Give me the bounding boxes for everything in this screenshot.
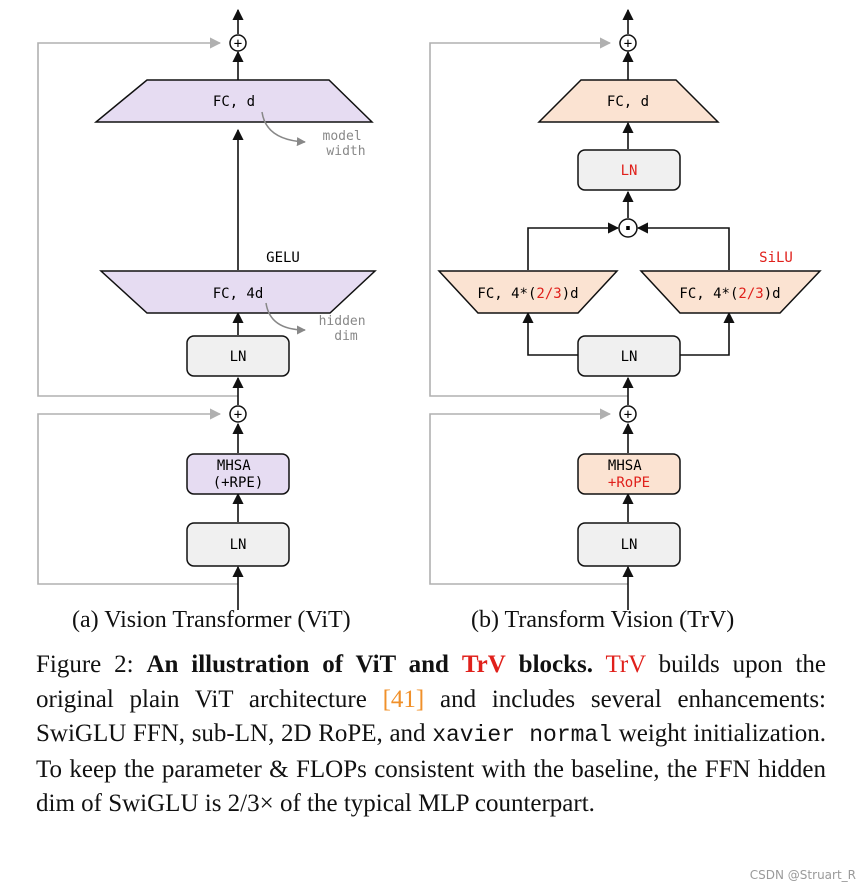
vit-model-width-pointer	[261, 111, 306, 147]
svg-text:+: +	[234, 36, 242, 52]
svg-text:+: +	[234, 407, 242, 423]
trv-branch-left-to-gate	[527, 222, 620, 270]
trv-silu-label: SiLU	[759, 250, 793, 266]
figure-caption: Figure 2: An illustration of ViT and TrV…	[36, 648, 826, 822]
vit-mhsa-block	[186, 453, 290, 495]
trv-branch-left	[522, 311, 578, 356]
citation-bracket-open: [	[382, 685, 391, 713]
architecture-diagram: + + FC, d model width GELU FC, 4d hidden…	[37, 8, 822, 610]
vit-hidden-dim-note: hidden dim	[319, 314, 374, 344]
caption-text-b: and includes several enhancements: SwiGL…	[36, 685, 826, 748]
trv-gate-node: ·	[618, 217, 638, 242]
vit-fc-4d-block	[99, 270, 377, 314]
caption-bold-a: An illustration of ViT and	[146, 651, 449, 678]
trv-ln-lower-block	[577, 522, 681, 567]
caption-text-a: builds upon the original plain ViT archi…	[36, 651, 827, 713]
trv-fc-right-block	[639, 270, 822, 314]
caption-code-word: xavier normal	[432, 722, 613, 748]
trv-fc-d-label: FC, d	[607, 94, 649, 110]
svg-text:+: +	[624, 36, 632, 52]
trv-ln-lower-label: LN	[621, 537, 638, 553]
trv-skip-connection-bottom	[429, 408, 628, 585]
trv-add-node-bottom: +	[619, 405, 637, 423]
caption-trv-word-2: TrV	[605, 651, 646, 678]
trv-fc-left-label: FC, 4*(2/3)d	[477, 286, 578, 302]
vit-skip-connection-top	[37, 37, 238, 397]
vit-ln-lower-block	[186, 522, 290, 567]
vit-fc-d-block	[93, 79, 374, 123]
trv-fc-d-block	[537, 79, 720, 123]
caption-text-c: weight initialization. To keep the param…	[36, 720, 827, 817]
watermark: CSDN @Struart_R	[749, 868, 856, 882]
caption-label: Figure 2:	[36, 651, 134, 678]
vit-ln-upper-label: LN	[230, 349, 247, 365]
vit-gelu-label: GELU	[266, 250, 300, 266]
citation-bracket-close: ]	[415, 685, 425, 713]
trv-add-node-top: +	[619, 34, 637, 52]
trv-ln-upper-block	[577, 335, 681, 377]
vit-add-node-top: +	[229, 34, 247, 52]
vit-hidden-dim-pointer	[265, 302, 306, 335]
trv-fc-right-label: FC, 4*(2/3)d	[679, 286, 780, 302]
vit-ln-upper-block	[186, 335, 290, 377]
vit-add-node-bottom: +	[229, 405, 247, 423]
svg-text:·: ·	[621, 217, 634, 242]
trv-branch-right	[679, 311, 735, 356]
trv-subcaption: (b) Transform Vision (TrV)	[471, 607, 735, 633]
vit-ln-lower-label: LN	[230, 537, 247, 553]
vit-diagram: + + FC, d model width GELU FC, 4d hidden…	[37, 8, 377, 610]
caption-bold-b: blocks.	[518, 651, 594, 678]
vit-fc-4d-label: FC, 4d	[213, 286, 264, 302]
vit-model-width-note: model width	[323, 129, 370, 159]
trv-skip-connection-top	[429, 37, 628, 397]
trv-fc-left-block	[437, 270, 619, 314]
trv-ln-upper-label: LN	[621, 349, 638, 365]
caption-trv-word: TrV	[461, 651, 506, 678]
trv-mhsa-label: MHSA +RoPE	[608, 458, 650, 491]
vit-fc-d-label: FC, d	[213, 94, 255, 110]
vit-mhsa-label: MHSA (+RPE)	[213, 458, 264, 491]
trv-branch-right-to-gate	[636, 222, 730, 270]
svg-text:+: +	[624, 407, 632, 423]
vit-skip-connection-bottom	[37, 408, 238, 585]
trv-mhsa-block	[577, 453, 681, 495]
trv-sub-ln-block	[577, 149, 681, 191]
trv-sub-ln-label: LN	[621, 163, 638, 179]
vit-subcaption: (a) Vision Transformer (ViT)	[72, 607, 351, 633]
trv-diagram: + + · FC, d LN SiLU FC, 4*(2/3)d FC, 4*(…	[429, 8, 822, 610]
citation-link[interactable]: 41	[390, 685, 416, 713]
